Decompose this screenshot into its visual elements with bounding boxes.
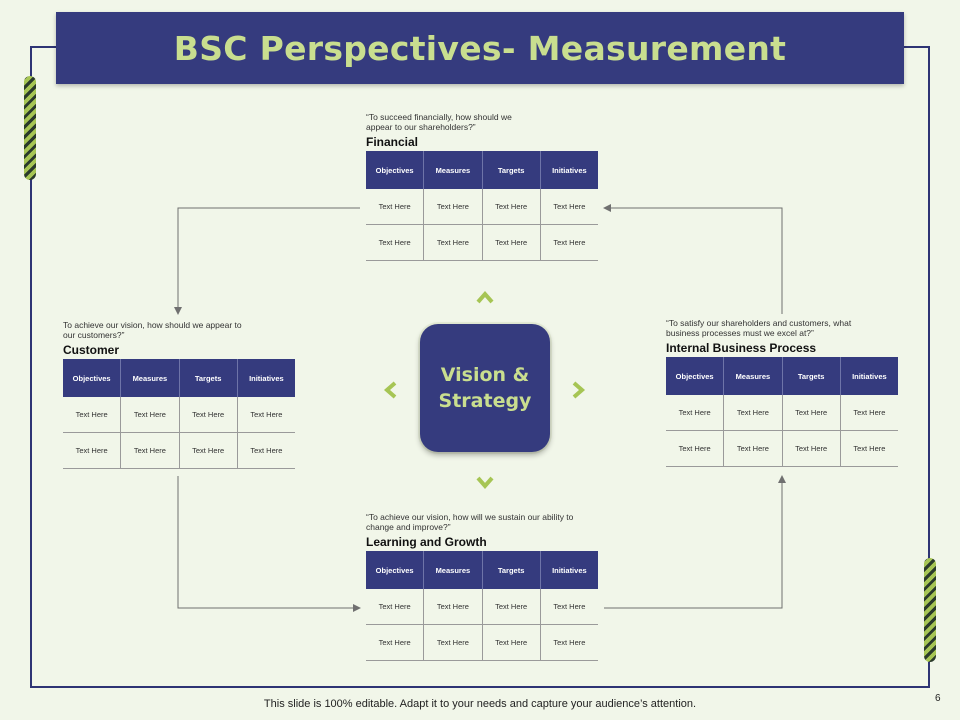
header-objectives: Objectives — [63, 359, 122, 397]
table-cell: Text Here — [121, 397, 180, 432]
table-cell: Text Here — [63, 397, 122, 432]
table-cell: Text Here — [553, 238, 586, 247]
vision-strategy-box: Vision & Strategy — [420, 324, 550, 452]
page-number: 6 — [935, 693, 941, 704]
table-row: Text Here Text Here Text Here Text Here — [366, 189, 598, 225]
customer-title: Customer — [63, 343, 120, 357]
table-cell: Text Here — [424, 625, 483, 660]
perspective-internal-business-process: “To satisfy our shareholders and custome… — [666, 318, 898, 467]
header-targets: Targets — [483, 551, 541, 589]
table-cell: Text Here — [666, 395, 725, 430]
table-cell: Text Here — [424, 589, 483, 624]
table-cell: Text Here — [63, 433, 122, 468]
table-cell: Text Here — [366, 225, 425, 260]
table-cell: Text Here — [553, 202, 586, 211]
slide-title: BSC Perspectives- Measurement — [173, 28, 787, 68]
title-band: BSC Perspectives- Measurement — [56, 12, 904, 84]
table-cell: Text Here — [724, 395, 783, 430]
table-row: Text Here Text Here Text Here Text Here — [666, 431, 898, 467]
table-cell: Text Here — [783, 431, 841, 466]
decorative-stripe-left — [24, 76, 36, 180]
perspective-learning-and-growth: “To achieve our vision, how will we sust… — [366, 512, 598, 661]
learning-table: Objectives Measures Targets Initiatives … — [366, 551, 598, 661]
header-targets: Targets — [783, 357, 841, 395]
table-cell: Text Here — [483, 189, 541, 224]
customer-question: To achieve our vision, how should we app… — [63, 320, 242, 340]
table-cell: Text Here — [180, 433, 238, 468]
header-targets: Targets — [483, 151, 541, 189]
financial-question: “To succeed financially, how should we a… — [366, 112, 512, 132]
perspective-financial: “To succeed financially, how should we a… — [366, 112, 598, 261]
financial-table: Objectives Measures Targets Initiatives … — [366, 151, 598, 261]
internal-table: Objectives Measures Targets Initiatives … — [666, 357, 898, 467]
table-cell: Text Here — [483, 589, 541, 624]
table-cell: Text Here — [483, 625, 541, 660]
table-cell: Text Here — [483, 225, 541, 260]
internal-question: “To satisfy our shareholders and custome… — [666, 318, 852, 338]
header-measures: Measures — [724, 357, 783, 395]
customer-table: Objectives Measures Targets Initiatives … — [63, 359, 295, 469]
header-objectives: Objectives — [666, 357, 725, 395]
table-row: Text Here Text Here Text Here Text Here — [366, 625, 598, 661]
header-initiatives: Initiatives — [552, 565, 587, 575]
chevron-up-icon — [476, 290, 494, 304]
table-cell: Text Here — [250, 446, 283, 455]
internal-title: Internal Business Process — [666, 341, 817, 355]
learning-question: “To achieve our vision, how will we sust… — [366, 512, 574, 532]
table-cell: Text Here — [366, 625, 425, 660]
table-row: Text Here Text Here Text Here Text Here — [63, 397, 295, 433]
header-objectives: Objectives — [366, 551, 425, 589]
arrow-learning-to-internal — [604, 475, 786, 609]
table-cell: Text Here — [424, 189, 483, 224]
table-cell: Text Here — [180, 397, 238, 432]
table-row: Text Here Text Here Text Here Text Here — [366, 589, 598, 625]
chevron-left-icon — [383, 381, 397, 399]
table-row: Text Here Text Here Text Here Text Here — [666, 395, 898, 431]
header-initiatives: Initiatives — [852, 371, 887, 381]
table-cell: Text Here — [666, 431, 725, 466]
table-cell: Text Here — [783, 395, 841, 430]
footer-note: This slide is 100% editable. Adapt it to… — [263, 698, 697, 710]
header-measures: Measures — [121, 359, 180, 397]
header-measures: Measures — [424, 551, 483, 589]
table-cell: Text Here — [853, 408, 886, 417]
table-cell: Text Here — [553, 638, 586, 647]
header-measures: Measures — [424, 151, 483, 189]
perspective-customer: To achieve our vision, how should we app… — [63, 320, 295, 469]
table-cell: Text Here — [853, 444, 886, 453]
table-header-row: Objectives Measures Targets Initiatives — [666, 357, 898, 395]
decorative-stripe-right — [924, 558, 936, 662]
table-row: Text Here Text Here Text Here Text Here — [63, 433, 295, 469]
chevron-down-icon — [476, 476, 494, 490]
table-row: Text Here Text Here Text Here Text Here — [366, 225, 598, 261]
header-initiatives: Initiatives — [249, 373, 284, 383]
table-cell: Text Here — [424, 225, 483, 260]
arrow-internal-to-financial — [603, 204, 783, 314]
table-cell: Text Here — [366, 589, 425, 624]
table-cell: Text Here — [121, 433, 180, 468]
learning-title: Learning and Growth — [366, 535, 487, 549]
table-header-row: Objectives Measures Targets Initiatives — [366, 551, 598, 589]
table-header-row: Objectives Measures Targets Initiatives — [63, 359, 295, 397]
header-targets: Targets — [180, 359, 238, 397]
arrow-customer-to-learning — [177, 476, 361, 612]
table-header-row: Objectives Measures Targets Initiatives — [366, 151, 598, 189]
vision-strategy-label: Vision & Strategy — [438, 364, 532, 412]
table-cell: Text Here — [724, 431, 783, 466]
header-objectives: Objectives — [366, 151, 425, 189]
table-cell: Text Here — [553, 602, 586, 611]
arrow-financial-to-customer — [174, 207, 360, 315]
chevron-right-icon — [572, 381, 586, 399]
table-cell: Text Here — [366, 189, 425, 224]
header-initiatives: Initiatives — [552, 165, 587, 175]
table-cell: Text Here — [250, 410, 283, 419]
financial-title: Financial — [366, 135, 419, 149]
